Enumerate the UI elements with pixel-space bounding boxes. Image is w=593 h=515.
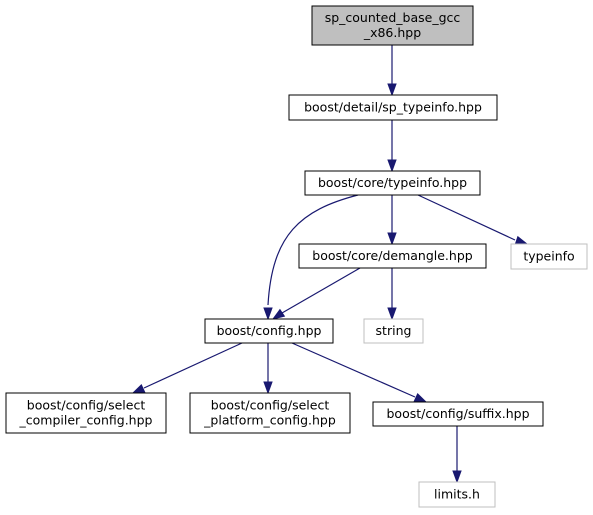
node-suffix[interactable]: boost/config/suffix.hpp xyxy=(372,401,544,427)
node-typeinfo-hpp[interactable]: boost/core/typeinfo.hpp xyxy=(304,170,481,196)
node-box xyxy=(189,392,351,434)
edge-line xyxy=(267,194,359,306)
arrowhead xyxy=(452,470,462,484)
node-label: boost/detail/sp_typeinfo.hpp xyxy=(304,100,482,115)
node-label: boost/config.hpp xyxy=(217,323,322,338)
node-box xyxy=(204,318,334,344)
edge-typeinfo_hpp-to-typeinfo_std xyxy=(417,194,529,245)
nodes-layer: sp_counted_base_gcc_x86.hpp boost/detail/… xyxy=(5,5,588,508)
edge-demangle-to-string xyxy=(387,268,397,321)
node-root[interactable]: sp_counted_base_gcc_x86.hpp xyxy=(311,5,474,46)
edge-config-to-select_platform xyxy=(263,343,273,395)
node-label: _x86.hpp xyxy=(363,25,421,40)
node-label: boost/config/select xyxy=(211,398,330,413)
node-limits: limits.h xyxy=(418,481,496,508)
arrowhead xyxy=(413,392,428,403)
node-sp-typeinfo[interactable]: boost/detail/sp_typeinfo.hpp xyxy=(288,94,498,121)
node-label: string xyxy=(376,323,412,338)
arrowhead xyxy=(387,307,397,321)
edge-line xyxy=(291,342,416,398)
node-label: boost/core/typeinfo.hpp xyxy=(318,175,467,190)
arrowhead xyxy=(271,308,286,320)
node-select-platform[interactable]: boost/config/select_platform_config.hpp xyxy=(189,392,351,434)
node-label: _platform_config.hpp xyxy=(203,413,336,428)
arrowhead xyxy=(387,83,397,97)
arrowhead xyxy=(387,159,397,173)
node-label: boost/core/demangle.hpp xyxy=(312,248,472,263)
edge-typeinfo_hpp-to-demangle xyxy=(387,195,397,246)
node-select-compiler[interactable]: boost/config/select_compiler_config.hpp xyxy=(5,392,167,434)
node-box xyxy=(288,94,498,121)
node-typeinfo-std: typeinfo xyxy=(510,243,588,270)
node-config[interactable]: boost/config.hpp xyxy=(204,318,334,344)
arrowhead xyxy=(263,307,273,321)
node-box xyxy=(363,318,424,344)
node-box xyxy=(372,401,544,427)
node-label: typeinfo xyxy=(523,249,574,264)
node-label: sp_counted_base_gcc xyxy=(325,10,461,25)
arrowhead xyxy=(387,232,397,246)
arrowhead xyxy=(263,381,273,395)
edges-layer xyxy=(131,45,529,484)
node-box xyxy=(5,392,167,434)
node-label: limits.h xyxy=(434,487,480,502)
arrowhead xyxy=(514,235,529,245)
node-box xyxy=(418,481,496,508)
node-box xyxy=(304,170,481,196)
node-demangle[interactable]: boost/core/demangle.hpp xyxy=(298,243,487,269)
node-label: boost/config/select xyxy=(27,398,146,413)
node-string: string xyxy=(363,318,424,344)
node-label: _compiler_config.hpp xyxy=(19,413,153,428)
edge-line xyxy=(143,342,243,389)
edge-sp_typeinfo-to-typeinfo_hpp xyxy=(387,120,397,173)
edge-demangle-to-config xyxy=(271,267,361,320)
node-box xyxy=(311,5,474,46)
edge-line xyxy=(281,267,361,314)
edge-typeinfo_hpp-to-config xyxy=(263,194,359,321)
edge-root-to-sp_typeinfo xyxy=(387,45,397,97)
arrowhead xyxy=(131,383,146,394)
edge-config-to-select_compiler xyxy=(131,342,243,394)
edge-line xyxy=(417,194,516,241)
node-box xyxy=(510,243,588,270)
node-label: boost/config/suffix.hpp xyxy=(387,406,530,421)
edge-suffix-to-limits xyxy=(452,426,462,484)
node-box xyxy=(298,243,487,269)
